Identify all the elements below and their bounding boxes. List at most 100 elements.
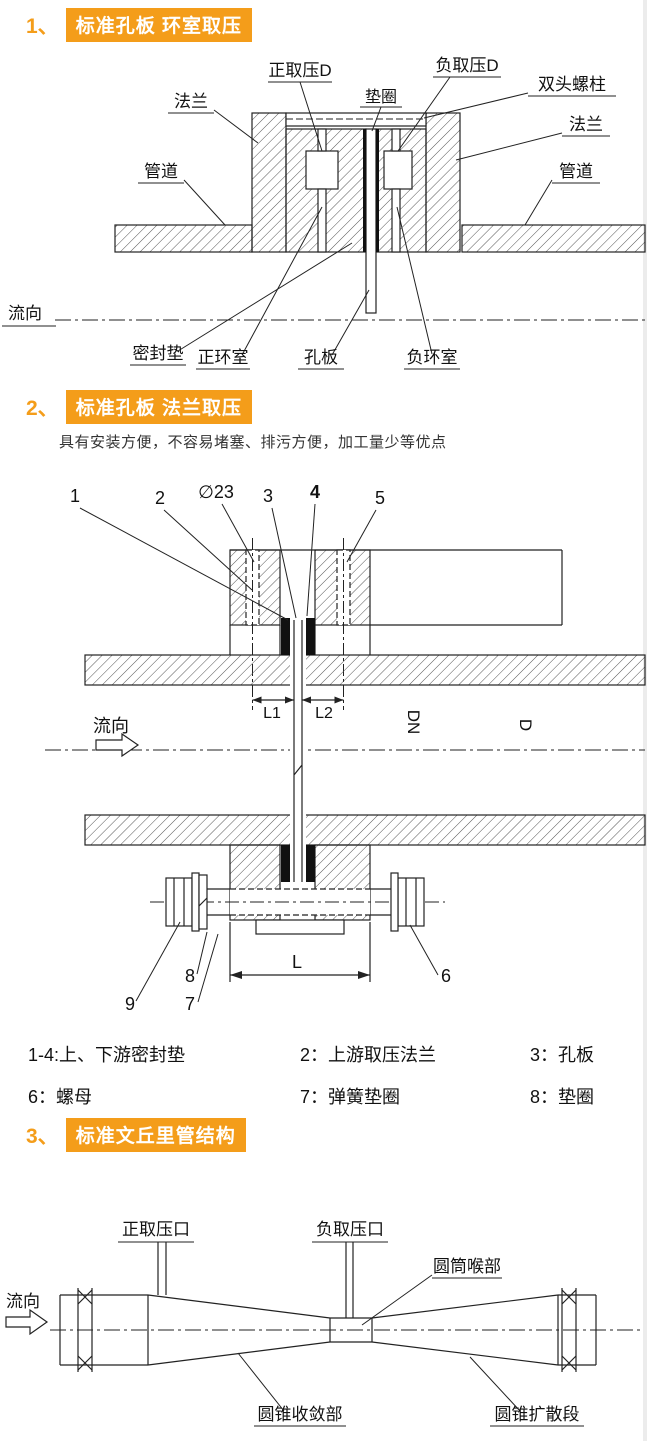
washer-left <box>191 872 200 932</box>
positive-tap-hole <box>317 128 327 152</box>
callout-6: 6 <box>441 966 451 986</box>
legend-row-2: 6：螺母 7：弹簧垫圈 8：垫圈 <box>28 1083 640 1109</box>
leader-throat <box>361 1274 502 1326</box>
pipe-wall-left <box>114 224 253 253</box>
callout-1: 1 <box>70 486 80 506</box>
callout-4: 4 <box>310 482 320 502</box>
leader-7 <box>197 933 219 1003</box>
inlet-pipe <box>59 1294 148 1366</box>
callout-3: 3 <box>263 486 273 506</box>
label-pipe-left: 管道 <box>144 162 178 181</box>
label-flow-direction: 流向 <box>8 304 42 323</box>
seal-gasket-right <box>376 129 379 252</box>
leader-pipe-right <box>524 179 600 226</box>
positive-tap-tube <box>157 1242 167 1295</box>
label-positive-chamber: 正环室 <box>198 348 249 367</box>
seal-gasket-left <box>363 129 366 252</box>
leader-1 <box>79 507 289 621</box>
label-negative-tap: 负取压D <box>435 56 498 75</box>
flange-labels: 1 2 ∅23 3 4 5 流向 L1 L2 DN D L 9 8 7 6 <box>70 482 535 1014</box>
pipe-wall-right <box>461 224 646 253</box>
leader-dia <box>221 503 255 563</box>
flow-arrow-icon <box>5 1308 49 1336</box>
flange-left <box>251 112 287 253</box>
diagram-venturi-tube: 正取压口 负取压口 圆筒喉部 流向 圆锥收敛部 圆锥扩散段 <box>5 1220 642 1427</box>
leader-4 <box>306 503 316 617</box>
legend-item: 7：弹簧垫圈 <box>300 1087 401 1107</box>
label-positive-tap: 正取压口 <box>122 1220 190 1239</box>
leader-8 <box>196 931 208 975</box>
section-2-subtitle: 具有安装方便，不容易堵塞、排污方便，加工量少等优点 <box>59 434 447 451</box>
seal-gasket-upstream-top <box>281 618 290 655</box>
leader-positive-chamber <box>196 206 323 370</box>
flange-hub-lines <box>229 625 371 655</box>
label-negative-chamber: 负环室 <box>407 348 458 367</box>
callout-5: 5 <box>375 488 385 508</box>
label-orifice-plate: 孔板 <box>304 348 338 367</box>
label-pipe-right: 管道 <box>559 162 593 181</box>
dim-arrow <box>302 696 311 704</box>
leader-stud <box>423 92 616 119</box>
leader-converging <box>237 1352 346 1427</box>
cylindrical-throat <box>329 1317 373 1343</box>
section-3-number: 3、 <box>26 1125 59 1148</box>
flange-leader-lines <box>79 503 439 1003</box>
section-3-header: 3、 标准文丘里管结构 <box>26 1118 246 1152</box>
leader-negative-chamber <box>396 206 460 370</box>
label-flange-left: 法兰 <box>174 92 208 111</box>
annular-leader-lines <box>2 76 616 370</box>
negative-tap-hole <box>391 128 401 152</box>
orifice-plate <box>293 620 303 882</box>
callout-2: 2 <box>155 488 165 508</box>
label-converging: 圆锥收敛部 <box>258 1405 343 1424</box>
label-diverging: 圆锥扩散段 <box>495 1405 580 1424</box>
venturi-leader-lines <box>118 1241 584 1427</box>
dim-label-DN: DN <box>404 710 423 735</box>
section-2-number: 2、 <box>26 397 59 420</box>
dim-label-D: D <box>516 719 535 731</box>
plate-slot <box>290 653 306 847</box>
bolt-shank <box>192 888 398 916</box>
outlet-pipe <box>558 1294 597 1366</box>
section-2-header: 2、 标准孔板 法兰取压 <box>26 390 252 424</box>
callout-9: 9 <box>125 994 135 1014</box>
positive-annular-chamber <box>305 150 339 190</box>
page-right-edge <box>643 0 647 1441</box>
positive-annular-slit <box>317 188 327 253</box>
L-dim-lines <box>229 922 371 982</box>
nut-facets <box>405 878 417 926</box>
leader-diverging <box>469 1356 584 1427</box>
leader-pipe-left <box>138 179 226 226</box>
upper-flange-edge <box>230 549 563 626</box>
section-2-title-badge: 标准孔板 法兰取压 <box>65 390 252 424</box>
annular-labels: 正取压D 垫圈 负取压D 双头螺柱 法兰 法兰 管道 管道 流向 密封垫 正环室… <box>8 56 606 367</box>
flange-drawing <box>45 538 646 982</box>
leader-6 <box>409 924 439 976</box>
leader-flange-right <box>455 132 610 161</box>
leader-seal-gasket <box>130 242 353 366</box>
inlet-flange-marks <box>77 1289 93 1371</box>
section-1-title-badge: 标准孔板 环室取压 <box>65 8 252 42</box>
label-stud: 双头螺柱 <box>538 75 606 94</box>
dim-label-L: L <box>292 952 302 972</box>
spring-washer-split <box>198 897 208 907</box>
legend: 1-4:上、下游密封垫 2：上游取压法兰 3：孔板 6：螺母 7：弹簧垫圈 8：… <box>28 1041 640 1125</box>
inlet-flange <box>77 1288 93 1372</box>
dim-arrow <box>285 696 294 704</box>
negative-tap-tube <box>345 1242 354 1318</box>
legend-row-1: 1-4:上、下游密封垫 2：上游取压法兰 3：孔板 <box>28 1041 640 1067</box>
outlet-flange <box>561 1288 577 1372</box>
diagram-flange-tapping: 1 2 ∅23 3 4 5 流向 L1 L2 DN D L 9 8 7 6 <box>45 482 646 1014</box>
label-throat: 圆筒喉部 <box>433 1257 501 1276</box>
leader-orifice-plate <box>298 289 370 370</box>
bolt-head <box>165 877 193 927</box>
label-flow-direction: 流向 <box>6 1292 40 1311</box>
leader-2 <box>163 509 253 591</box>
label-positive-tap: 正取压D <box>268 61 331 80</box>
leader-positive-tap <box>268 81 332 152</box>
label-seal-gasket: 密封垫 <box>133 344 184 363</box>
orifice-plate <box>365 128 377 314</box>
leader-gasket <box>360 106 402 132</box>
dim-arrow <box>358 971 370 979</box>
